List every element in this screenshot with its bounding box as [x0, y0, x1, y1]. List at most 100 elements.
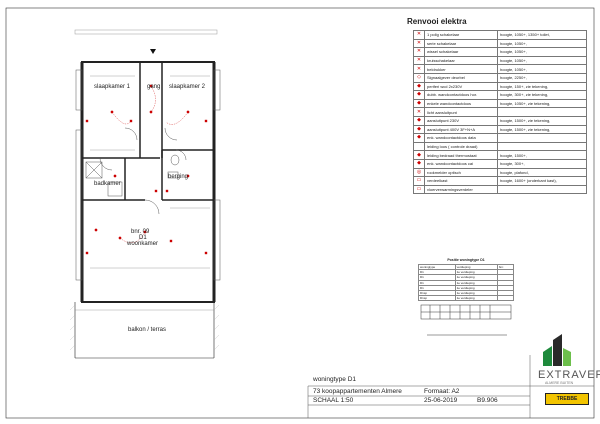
legend-description: leiding loos ( controle draad) — [424, 141, 498, 152]
legend-description: licht aansluitpunt — [424, 107, 498, 117]
top-strip — [74, 29, 218, 35]
legend-symbol-icon: ▭ — [413, 184, 425, 195]
legend-note — [497, 184, 587, 195]
legend-note: hoogte, 1600+ (onderkant kast), — [497, 176, 587, 186]
legend-symbol-icon: ◆ — [413, 81, 425, 92]
legend-note: hoogte, 1050+, 1350+ toilet, — [497, 30, 587, 40]
window-frames — [75, 69, 221, 281]
positie-title: Positie woningtype D1 — [447, 258, 485, 262]
legend-symbol-icon: ✕ — [413, 55, 425, 66]
legend-description: enk. wandcontactdoos data — [424, 133, 498, 143]
legend-note: hoogte, 1500+, — [497, 150, 587, 160]
dimension-lines — [90, 75, 210, 269]
legend-note: hoogte, 300+, — [497, 158, 587, 169]
legend-symbol-icon: ◎ — [413, 167, 425, 178]
legend-note: hoogte, 150+, zie tekening, — [497, 81, 587, 92]
balcony-hatching — [69, 304, 220, 351]
project-name: 73 koopappartementen Almere — [313, 388, 402, 395]
legend-symbol-icon: ✕ — [413, 107, 425, 117]
room-label-balkon: balkon / terras — [128, 327, 167, 333]
legend-description: verdeelkast — [424, 176, 498, 186]
room-label-slaapkamer-2: slaapkamer 2 — [169, 84, 206, 90]
legend-description: Signaalgever deurbel — [424, 72, 498, 83]
date-label: 25-06-2019 — [424, 397, 458, 404]
legend-description: enkele wandcontactdoos — [424, 98, 498, 109]
legend-symbol-icon: ◆ — [413, 124, 425, 135]
legend-description: 1 polig schakelaar — [424, 30, 498, 40]
legend-description: aansluitpunt 400V 3F+N+A — [424, 124, 498, 135]
positie-cell: D1sp — [418, 295, 456, 302]
legend-description: rookmelder optisch — [424, 167, 498, 178]
legend-note: hoogte, 1050+, — [497, 38, 587, 49]
legend-note: hoogte, 1050+, zie tekening, — [497, 98, 587, 109]
legend-note: hoogte, 1050+, — [497, 47, 587, 57]
trebbe-logo: TREBBE — [545, 393, 589, 405]
title-block-lines — [307, 355, 594, 418]
room-label-gang: gang — [147, 84, 161, 90]
legend-row: leiding loos ( controle draad) — [413, 141, 587, 152]
room-label-badkamer: badkamer — [94, 181, 121, 187]
legend-description: serie schakelaar — [424, 38, 498, 49]
legend-title: Renvooi elektra — [407, 17, 467, 26]
legend-description: vloerverwarmingsverdeler — [424, 184, 498, 195]
legend-description: dubb. wandcontactdoos hor. — [424, 90, 498, 100]
legend-note — [497, 107, 587, 117]
legend-note: hoogte, 1500+, zie tekening, — [497, 115, 587, 126]
balcony — [74, 302, 215, 359]
format-label: Formaat: A2 — [424, 388, 460, 395]
legend-symbol-icon: ◆ — [413, 158, 425, 169]
legend-row: ▭vloerverwarmingsverdeler — [413, 184, 587, 195]
legend-note: hoogte, 1050+, — [497, 55, 587, 66]
wiring-lines — [111, 85, 189, 243]
key-plan — [420, 304, 512, 336]
legend-description: periferi wcd 2x230V — [424, 81, 498, 92]
legend-symbol-icon: ◆ — [413, 98, 425, 109]
legend-note: hoogte, 2250+, — [497, 72, 587, 83]
legend-symbol-icon: ✕ — [413, 30, 425, 40]
room-label-woonkamer: woonkamer — [127, 241, 159, 247]
woningtype-label: woningtype D1 — [313, 376, 356, 383]
sheet-border — [5, 7, 595, 419]
legend-row: ◆enk. wandcontactdoos data — [413, 133, 587, 143]
legend-symbol-icon: ◆ — [413, 133, 425, 143]
legend-note: hoogte, plafond, — [497, 167, 587, 178]
legend-row: ◆dubb. wandcontactdoos hor.hoogte, 300+,… — [413, 90, 587, 100]
legend-note: hoogte, 300+, zie tekening, — [497, 90, 587, 100]
legend-note: hoogte, 1500+, zie tekening, — [497, 124, 587, 135]
room-label-slaapkamer-1: slaapkamer 1 — [94, 84, 131, 90]
positie-cell — [496, 295, 515, 302]
legend-description: enk. wandcontactdoos cai — [424, 158, 498, 169]
legend-symbol-icon: ◆ — [413, 115, 425, 126]
legend-description: kruisschakelaar — [424, 55, 498, 66]
interior-walls — [82, 62, 214, 201]
room-label-type: D1 — [139, 235, 147, 241]
bathroom-fixtures — [85, 154, 180, 197]
scale-label: SCHAAL 1:50 — [313, 397, 354, 404]
legend-symbol-icon: ◆ — [413, 90, 425, 100]
legend-symbol-icon: ▭ — [413, 176, 425, 186]
extravert-logo-icon — [543, 334, 571, 366]
drawing-number: B9.906 — [477, 397, 498, 404]
legend-description: leiding bedraad thermostaat — [424, 150, 498, 160]
north-arrow-icon — [150, 49, 156, 54]
room-label-bnr: bnr. 09 — [131, 229, 150, 235]
legend-description: aansluitpunt 230V — [424, 115, 498, 126]
legend-note — [497, 141, 587, 152]
legend-symbol-icon — [413, 141, 425, 152]
door-swings — [99, 127, 187, 215]
